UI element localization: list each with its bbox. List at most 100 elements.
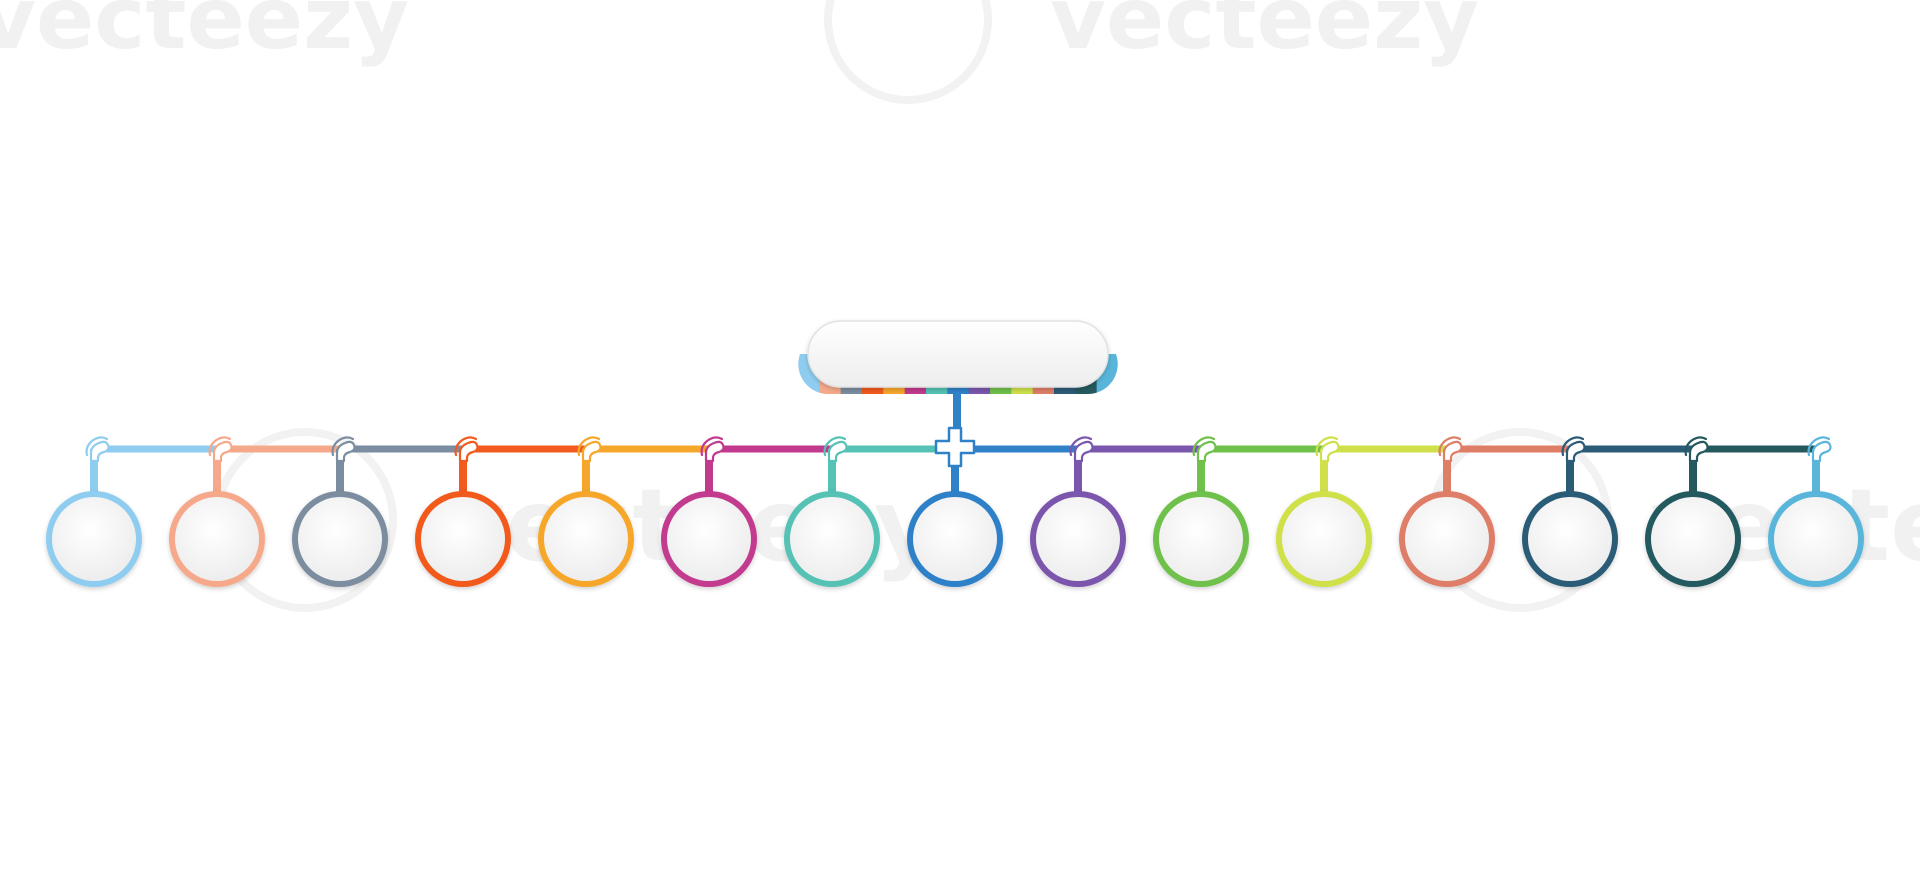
bus-segment bbox=[94, 445, 217, 453]
node-11 bbox=[1276, 436, 1372, 587]
node-disc bbox=[790, 497, 874, 581]
node-disc bbox=[1774, 497, 1858, 581]
bus-segment bbox=[709, 445, 832, 453]
node-stem bbox=[582, 449, 590, 495]
node-disc bbox=[52, 497, 136, 581]
child-nodes bbox=[46, 436, 1864, 587]
node-12 bbox=[1399, 436, 1495, 587]
curved-link-arc bbox=[577, 436, 601, 457]
plus-junction-shape bbox=[934, 426, 976, 468]
node-stem bbox=[1197, 449, 1205, 495]
curved-link-shape bbox=[1319, 440, 1340, 463]
node-stem bbox=[1443, 449, 1451, 495]
node-stem bbox=[336, 449, 344, 495]
curved-link-icon bbox=[700, 436, 725, 463]
node-9 bbox=[1030, 436, 1126, 587]
curved-link-arc bbox=[700, 436, 724, 457]
node-2 bbox=[169, 436, 265, 587]
root-node bbox=[798, 320, 1118, 395]
curved-link-arc bbox=[1561, 436, 1585, 457]
node-7 bbox=[784, 436, 880, 587]
node-stem bbox=[1074, 449, 1082, 495]
curved-link-arc bbox=[85, 436, 109, 457]
bus-segment bbox=[1693, 445, 1816, 453]
node-disc bbox=[1282, 497, 1366, 581]
node-disc bbox=[298, 497, 382, 581]
curved-link-shape bbox=[581, 440, 602, 463]
curved-link-arc bbox=[1438, 436, 1462, 457]
bus-segment bbox=[217, 445, 340, 453]
curved-link-shape bbox=[212, 440, 233, 463]
bus-segment bbox=[340, 445, 463, 453]
node-disc bbox=[1159, 497, 1243, 581]
node-stem bbox=[1566, 449, 1574, 495]
bus-segment bbox=[586, 445, 709, 453]
curved-link-arc bbox=[1192, 436, 1216, 457]
curved-link-shape bbox=[458, 440, 479, 463]
node-disc bbox=[421, 497, 505, 581]
curved-link-icon bbox=[208, 436, 233, 463]
curved-link-icon bbox=[454, 436, 479, 463]
node-4 bbox=[415, 436, 511, 587]
node-stem bbox=[951, 449, 959, 495]
node-stem bbox=[828, 449, 836, 495]
curved-link-arc bbox=[208, 436, 232, 457]
node-stem bbox=[1320, 449, 1328, 495]
curved-link-shape bbox=[1565, 440, 1586, 463]
curved-link-shape bbox=[1073, 440, 1094, 463]
watermark-text-top-right: vecteezy bbox=[1050, 0, 1479, 69]
node-disc bbox=[175, 497, 259, 581]
watermark-text-top-left: vecteezy bbox=[0, 0, 409, 69]
node-1 bbox=[46, 436, 142, 587]
curved-link-arc bbox=[1807, 436, 1831, 457]
bus-segment bbox=[955, 445, 1078, 453]
curved-link-shape bbox=[1688, 440, 1709, 463]
curved-link-arc bbox=[1684, 436, 1708, 457]
curved-link-shape bbox=[89, 440, 110, 463]
curved-link-icon bbox=[1069, 436, 1094, 463]
node-3 bbox=[292, 436, 388, 587]
node-stem bbox=[90, 449, 98, 495]
curved-link-shape bbox=[1811, 440, 1832, 463]
node-disc bbox=[913, 497, 997, 581]
plus-junction-icon bbox=[934, 426, 976, 468]
node-15 bbox=[1768, 436, 1864, 587]
curved-link-shape bbox=[827, 440, 848, 463]
node-stem bbox=[1689, 449, 1697, 495]
curved-link-shape bbox=[1442, 440, 1463, 463]
node-disc bbox=[1651, 497, 1735, 581]
curved-link-icon bbox=[331, 436, 356, 463]
node-disc bbox=[667, 497, 751, 581]
bus-segment bbox=[1324, 445, 1447, 453]
bus-segment bbox=[1201, 445, 1324, 453]
curved-link-arc bbox=[331, 436, 355, 457]
curved-link-shape bbox=[704, 440, 725, 463]
curved-link-icon bbox=[823, 436, 848, 463]
node-14 bbox=[1645, 436, 1741, 587]
curved-link-icon bbox=[1438, 436, 1463, 463]
node-5 bbox=[538, 436, 634, 587]
node-13 bbox=[1522, 436, 1618, 587]
watermark-logo-top bbox=[824, 0, 992, 104]
curved-link-icon bbox=[1684, 436, 1709, 463]
node-10 bbox=[1153, 436, 1249, 587]
curved-link-arc bbox=[823, 436, 847, 457]
node-stem bbox=[705, 449, 713, 495]
bus-segment bbox=[1078, 445, 1201, 453]
curved-link-icon bbox=[1192, 436, 1217, 463]
node-disc bbox=[1036, 497, 1120, 581]
curved-link-arc bbox=[1069, 436, 1093, 457]
node-stem bbox=[213, 449, 221, 495]
curved-link-arc bbox=[454, 436, 478, 457]
bus-segment bbox=[1447, 445, 1570, 453]
branch-bus bbox=[94, 445, 1816, 453]
node-disc bbox=[544, 497, 628, 581]
curved-link-icon bbox=[577, 436, 602, 463]
node-stem bbox=[459, 449, 467, 495]
node-disc bbox=[1405, 497, 1489, 581]
node-stem bbox=[1812, 449, 1820, 495]
curved-link-icon bbox=[85, 436, 110, 463]
bus-segment bbox=[832, 445, 955, 453]
